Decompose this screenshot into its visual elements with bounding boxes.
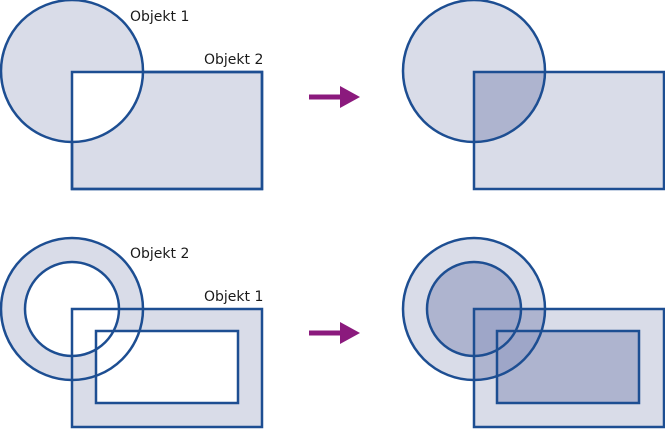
top-left-rectangle-outline [70, 70, 264, 191]
top-left-before-group: Objekt 1 Objekt 2 [0, 0, 264, 191]
top-right-rectangle-outline [472, 70, 665, 191]
bottom-left-outer-rectangle-outline [70, 307, 264, 429]
right-arrow-icon [309, 86, 360, 108]
top-right-after-group [401, 0, 665, 191]
bottom-left-before-group: Objekt 2 Objekt 1 [0, 236, 264, 429]
bottom-left-inner-rectangle-outline [94, 329, 240, 405]
bottom-right-inner-rectangle-outline [495, 329, 641, 405]
top-left-circle-label: Objekt 1 [130, 9, 189, 25]
top-right-overlap [474, 72, 545, 142]
bottom-left-inner-rectangle-hole [96, 331, 238, 403]
bottom-left-ring-label: Objekt 2 [130, 246, 189, 262]
right-arrow-icon [309, 322, 360, 344]
bottom-right-after-group [401, 236, 665, 429]
top-left-rectangle-label: Objekt 2 [204, 52, 263, 68]
top-left-overlap-hole [72, 72, 143, 142]
bottom-left-rectangle-label: Objekt 1 [204, 289, 263, 305]
bottom-right-outer-rectangle-outline [472, 307, 665, 429]
